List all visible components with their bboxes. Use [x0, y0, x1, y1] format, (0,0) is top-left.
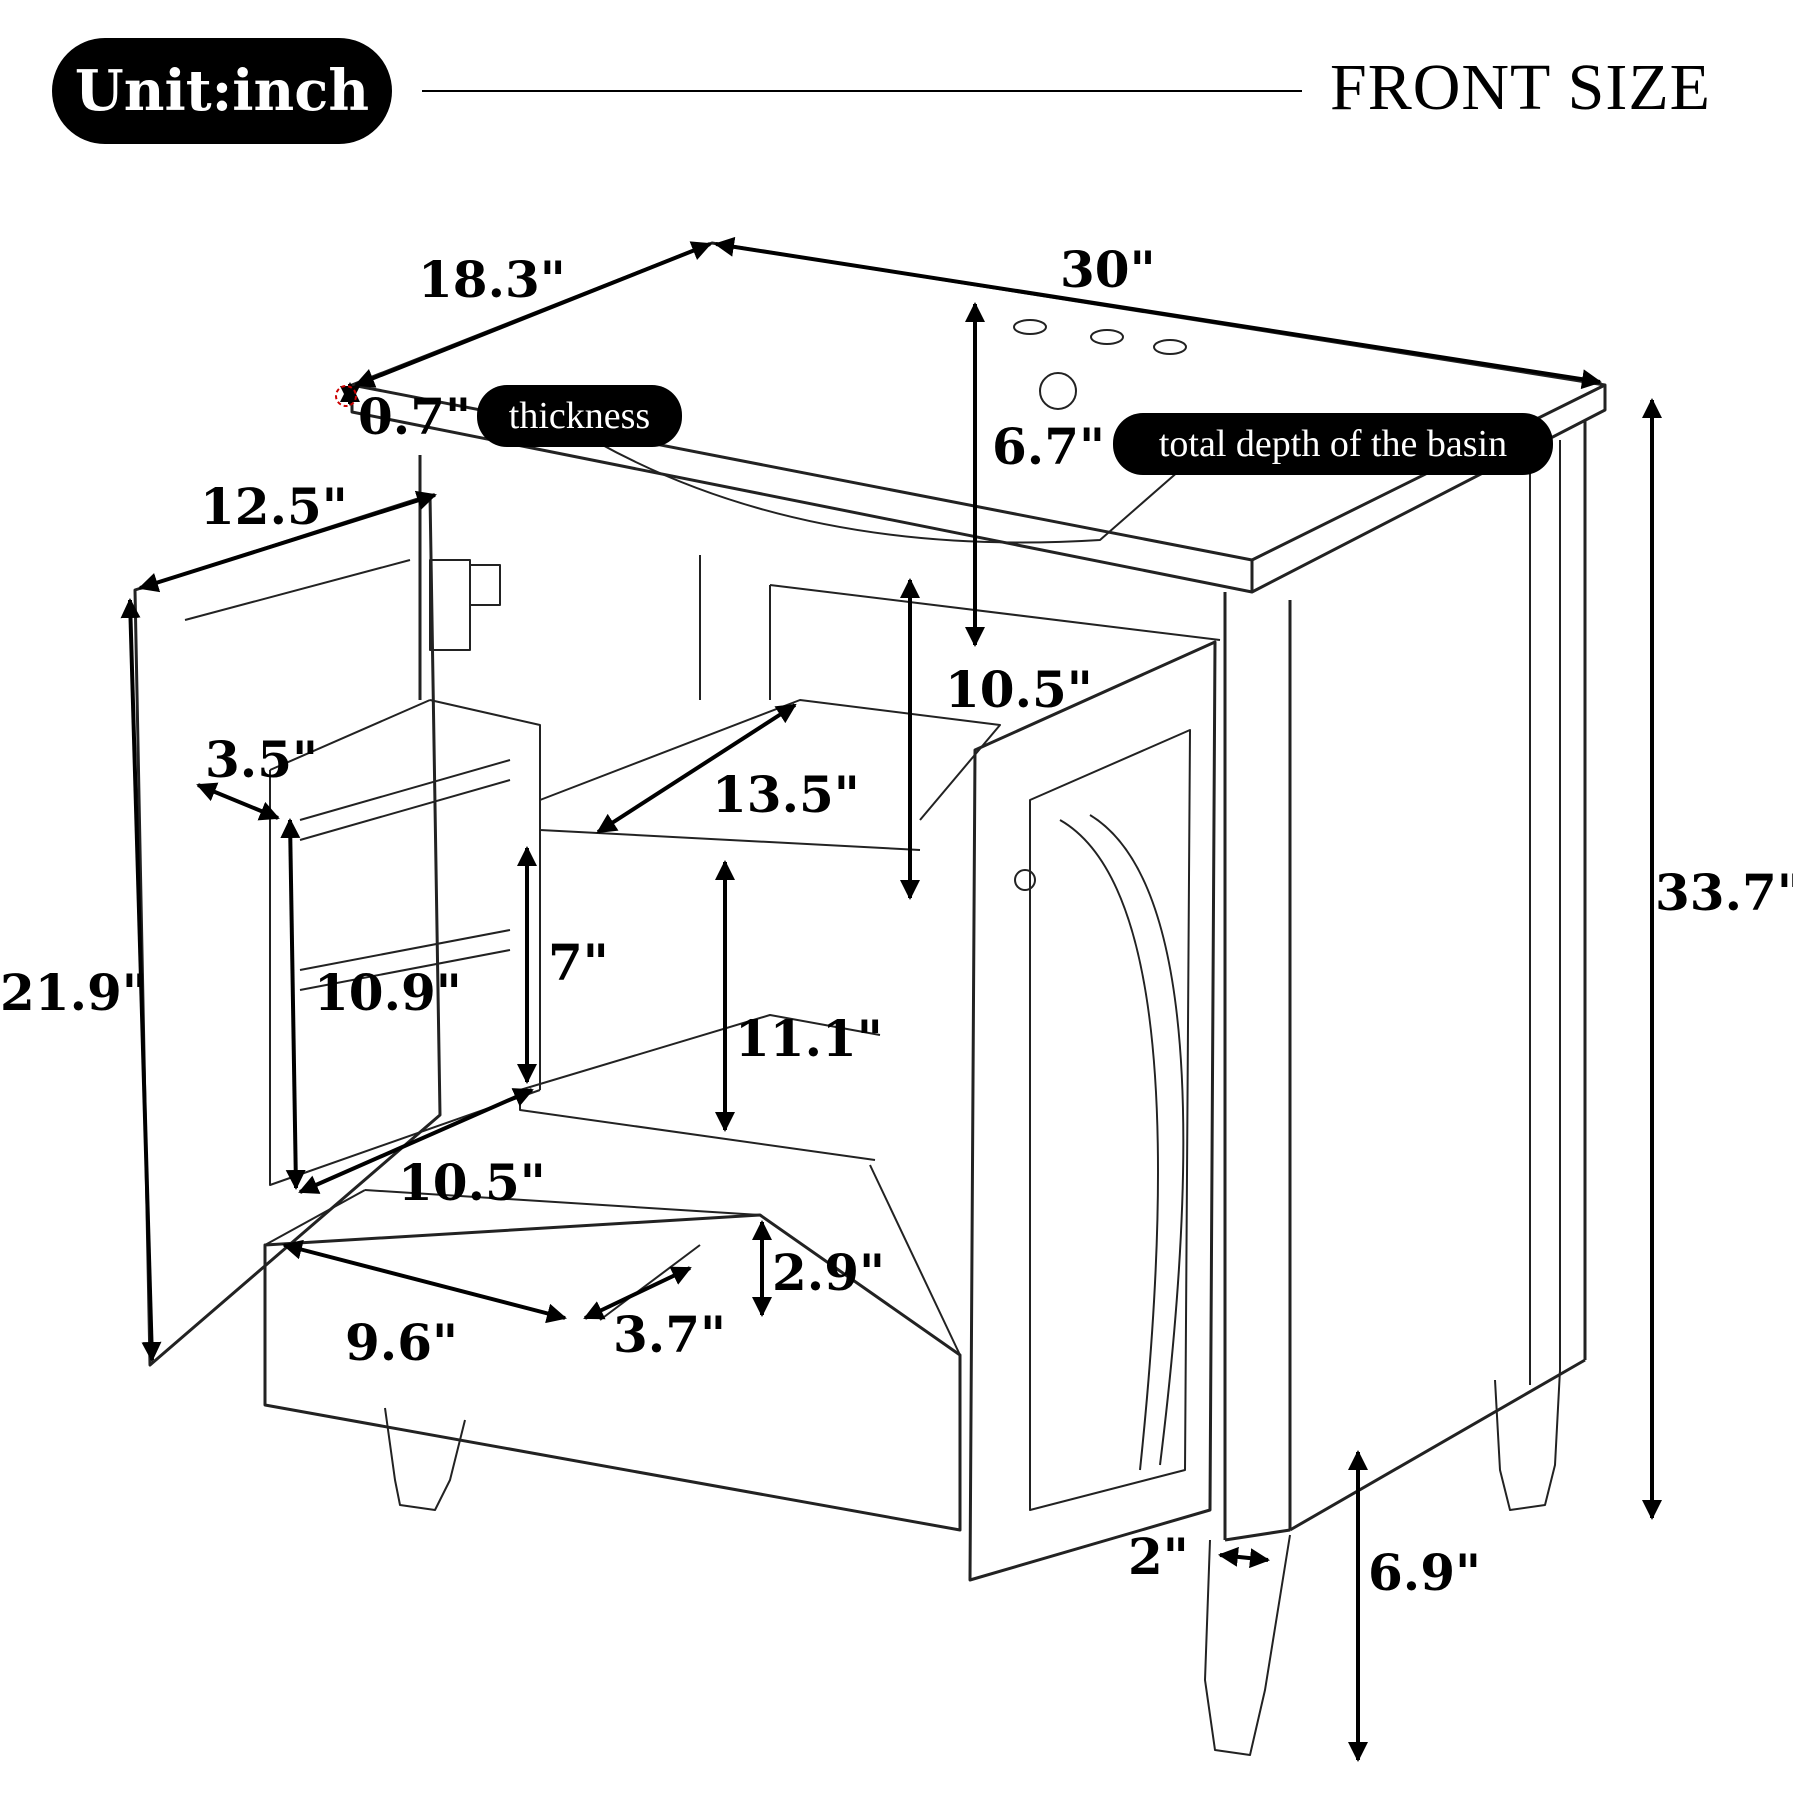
dim-rack-height: 10.9": [314, 963, 462, 1022]
dim-top-thickness: 0.7": [358, 387, 472, 446]
dim-drawer-section: 3.7": [613, 1305, 727, 1364]
dim-door-height: 21.9": [0, 963, 148, 1022]
dim-under-basin: 10.5": [945, 660, 1093, 719]
unit-label: Unit:inch: [74, 58, 370, 124]
dim-rack-depth: 3.5": [205, 730, 319, 789]
dim-drawer-depth: 10.5": [398, 1153, 546, 1212]
dim-width: 30": [1060, 240, 1156, 299]
thickness-tag-label: thickness: [508, 395, 651, 437]
basin-depth-tag: total depth of the basin: [1113, 413, 1553, 475]
page-title: FRONT SIZE: [1330, 51, 1711, 124]
title-divider: [422, 90, 1302, 92]
dim-lower-height: 11.1": [735, 1009, 883, 1068]
dim-total-height: 33.7": [1655, 863, 1793, 922]
cabinet-outline: [133, 241, 1607, 1756]
thickness-tag: thickness: [477, 385, 682, 447]
dim-leg-width: 2": [1128, 1527, 1189, 1586]
thickness-highlight: [335, 385, 357, 407]
dim-depth: 18.3": [418, 250, 566, 309]
dim-leg-height: 6.9": [1368, 1543, 1482, 1602]
dim-shelf-depth: 13.5": [712, 765, 860, 824]
dimension-arrows: [120, 236, 1662, 1762]
unit-badge: Unit:inch: [52, 38, 392, 144]
dim-drawer-height: 2.9": [772, 1243, 886, 1302]
dim-door-width: 12.5": [200, 477, 348, 536]
dim-drawer-width: 9.6": [345, 1313, 459, 1372]
dim-rack-gap: 7": [548, 933, 609, 992]
dim-basin-depth: 6.7": [992, 417, 1106, 476]
basin-depth-tag-label: total depth of the basin: [1158, 423, 1508, 465]
